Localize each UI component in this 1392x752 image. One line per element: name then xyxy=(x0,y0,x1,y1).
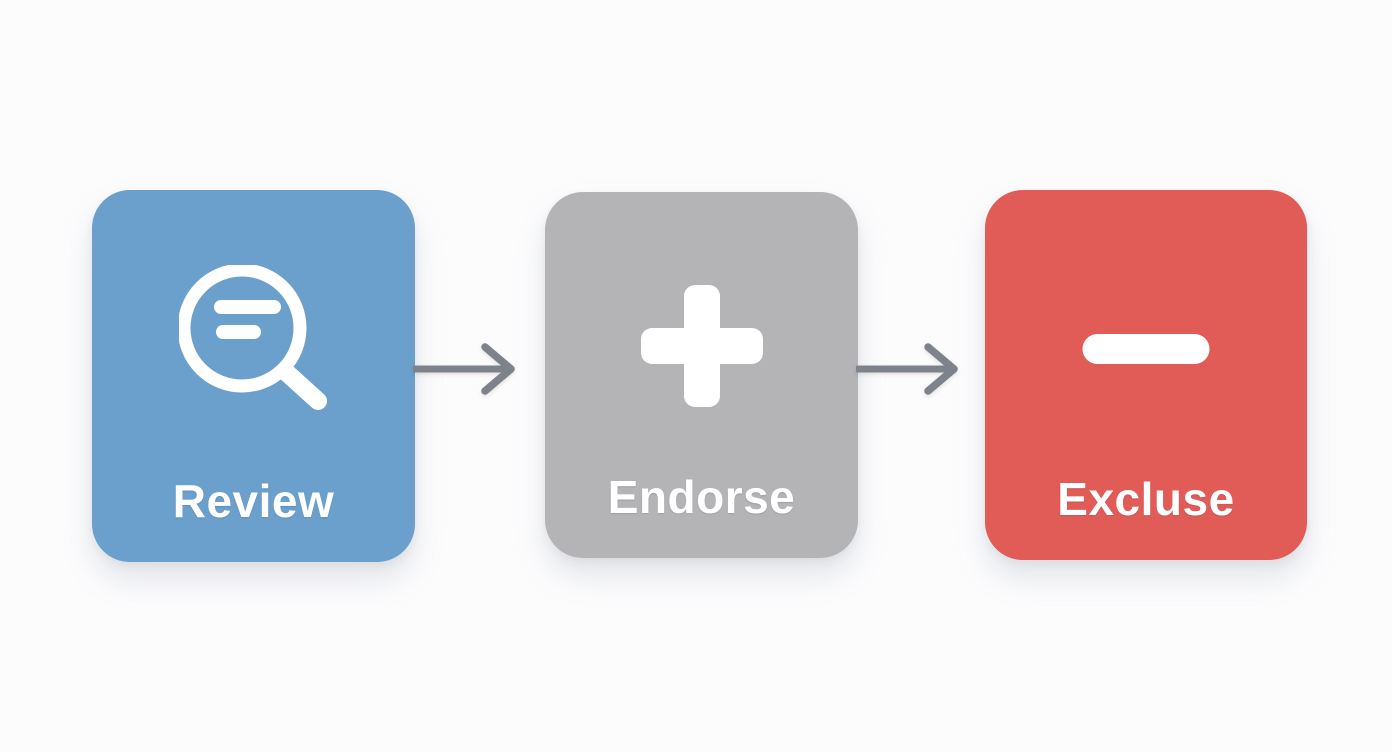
flow-step-endorse[interactable]: Endorse xyxy=(545,192,858,558)
arrow-right-icon xyxy=(856,341,960,397)
flow-step-excluse[interactable]: Excluse xyxy=(985,190,1307,560)
flow-step-label: Endorse xyxy=(607,471,796,523)
plus-icon xyxy=(640,285,763,407)
flow-step-label: Review xyxy=(172,475,335,527)
flow-step-label: Excluse xyxy=(1057,473,1235,525)
search-icon xyxy=(178,265,329,415)
minus-icon xyxy=(1082,334,1210,364)
flow-step-review[interactable]: Review xyxy=(92,190,415,562)
arrow-right-icon xyxy=(413,341,517,397)
